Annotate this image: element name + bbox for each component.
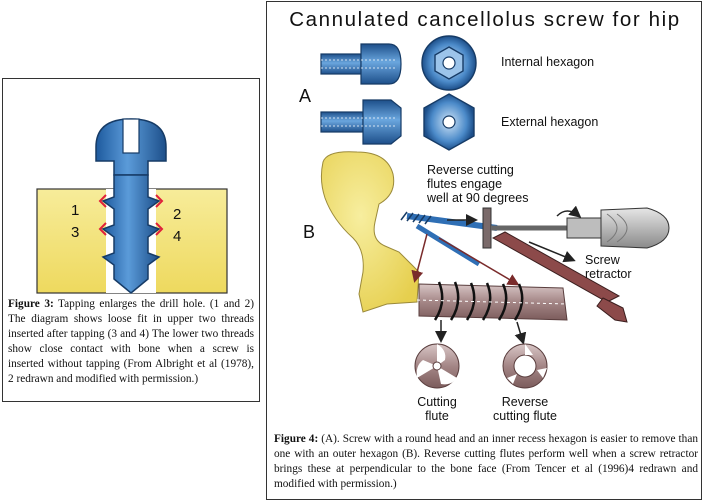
cutting-flute-label-1: Cutting: [417, 395, 457, 409]
retractor-label: retractor: [585, 267, 632, 281]
reverse-note-line-3: well at 90 degrees: [426, 191, 528, 205]
enlarged-threaded-screw: [416, 281, 568, 321]
figure-4-illustration: Cannulated cancellolus screw for hip A I…: [289, 8, 680, 423]
thread-label-1: 1: [71, 202, 79, 219]
figure-4-caption: Figure 4: (A). Screw with a round head a…: [274, 432, 698, 492]
reverse-flute-label-1: Reverse: [502, 395, 549, 409]
figure-4-caption-text: (A). Screw with a round head and an inne…: [274, 433, 698, 490]
rotate-arrow: [556, 205, 582, 218]
loose-thread-highlight-left: [98, 194, 107, 208]
zoom-arrow-right: [438, 237, 520, 286]
zoom-arrow-left: [411, 233, 428, 283]
figure-3-illustration: 1 3 2 4: [36, 118, 228, 294]
screw-label: Screw: [585, 253, 621, 267]
figure-3-caption-label: Figure 3:: [8, 298, 54, 310]
loose-thread-highlight-left-2: [98, 222, 107, 236]
figure-4-caption-label: Figure 4:: [274, 433, 319, 445]
retract-arrow: [528, 241, 576, 263]
external-hexagon-label: External hexagon: [501, 115, 598, 129]
thread-label-3: 3: [71, 224, 79, 241]
figure-4-title: Cannulated cancellolus screw for hip: [289, 8, 680, 31]
loose-thread-highlight-right-2: [155, 222, 164, 236]
thread-label-4: 4: [173, 228, 181, 245]
reverse-flute-label-2: cutting flute: [493, 409, 557, 423]
thread-label-2: 2: [173, 206, 181, 223]
reverse-cutting-flute-icon: [502, 343, 548, 389]
arrow-to-reverse-flute: [514, 321, 527, 345]
external-hexagon-end-view: [423, 93, 475, 151]
internal-hexagon-end-view: [421, 35, 477, 91]
figure-3-caption-text: Tapping enlarges the drill hole. (1 and …: [8, 298, 255, 385]
figure-4-panel: Cannulated cancellolus screw for hip A I…: [266, 1, 702, 500]
femur-bone: [320, 151, 420, 313]
screwdriver-handle: [566, 207, 670, 249]
figure-3-caption: Figure 3: Tapping enlarges the drill hol…: [8, 297, 254, 387]
figure-3-panel: 1 3 2 4 Figure 3: Tapping enlarges the d…: [2, 78, 260, 402]
internal-hexagon-screw-side: [320, 43, 402, 85]
section-b-label: B: [303, 222, 315, 242]
cutting-flute-icon: [414, 343, 460, 389]
external-hexagon-screw-side: [320, 99, 402, 145]
internal-hexagon-label: Internal hexagon: [501, 55, 594, 69]
screw-slot: [122, 118, 140, 154]
screw-shaft: [101, 174, 161, 294]
section-a-label: A: [299, 86, 311, 106]
cutting-flute-label-2: flute: [425, 409, 449, 423]
screw-in-bone: [400, 211, 498, 267]
reverse-note-line-2: flutes engage: [427, 177, 502, 191]
loose-thread-highlight-right: [155, 194, 164, 208]
reverse-note-line-1: Reverse cutting: [427, 163, 514, 177]
screw-retractor-instrument: [482, 207, 628, 323]
